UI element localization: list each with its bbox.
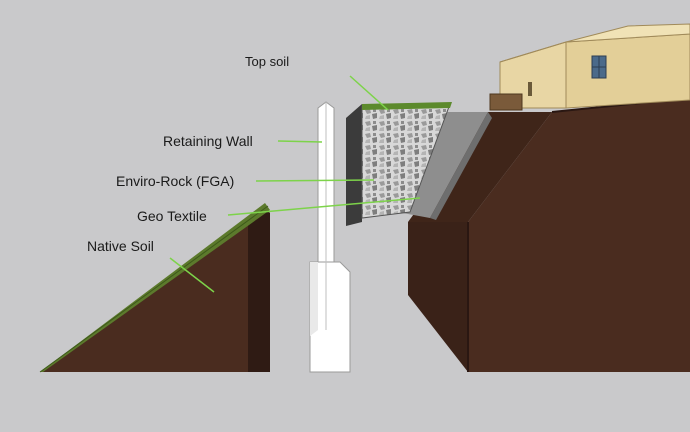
label-native-soil: Native Soil xyxy=(87,238,154,254)
right-soil-side xyxy=(408,222,468,372)
leader-lines xyxy=(169,75,421,293)
house-icon xyxy=(489,23,690,111)
enviro-rock-block xyxy=(346,102,452,226)
label-top-soil: Top soil xyxy=(245,54,289,69)
leader-native-soil xyxy=(169,257,215,293)
label-geo-textile: Geo Textile xyxy=(137,208,207,224)
geo-textile-face xyxy=(397,112,488,218)
right-soil-mass xyxy=(408,97,690,372)
house-side-wall xyxy=(565,33,690,109)
geo-textile-sheet xyxy=(397,112,492,220)
label-retaining-wall: Retaining Wall xyxy=(163,133,253,149)
leader-top-soil xyxy=(349,75,389,111)
wall-footing xyxy=(309,261,351,373)
top-soil-strip xyxy=(362,102,452,110)
retaining-wall xyxy=(309,101,351,373)
geo-textile-edge xyxy=(430,112,492,220)
native-soil-block xyxy=(39,203,270,373)
house-roof xyxy=(499,23,690,63)
label-enviro-rock: Enviro-Rock (FGA) xyxy=(116,173,234,189)
leader-geo-textile xyxy=(227,197,421,216)
grass-edge xyxy=(39,205,269,373)
leader-retaining-wall xyxy=(277,140,323,143)
gravel-side xyxy=(346,104,362,226)
house-door-marker xyxy=(528,82,532,96)
right-soil-front xyxy=(468,98,690,372)
leader-enviro-rock xyxy=(255,179,375,182)
wall-footing-shade xyxy=(310,262,318,336)
house-deck xyxy=(489,93,523,111)
